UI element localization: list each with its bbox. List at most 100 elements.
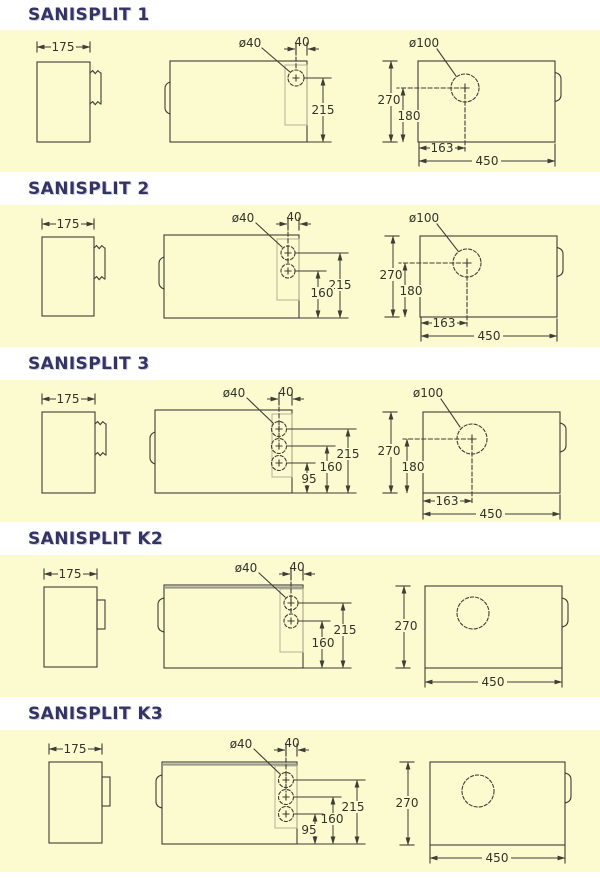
body-height-dim: 270 xyxy=(395,619,418,633)
page-title: SANISPLIT 1 xyxy=(28,5,150,25)
side-width-dim: 175 xyxy=(57,392,80,406)
sanisplit-3-drawing: 175 ø40 40 215 160 95 ø100 xyxy=(41,385,567,521)
tank-body-front xyxy=(163,584,304,669)
inlet-diameter-label: ø40 xyxy=(232,211,255,225)
tank-body-top xyxy=(424,585,563,669)
inlet-offset-dim: 40 xyxy=(294,35,309,49)
tank-body-side xyxy=(41,236,95,317)
drawing-panel-sanisplit-3: 175 ø40 40 215 160 95 ø100 xyxy=(0,380,600,522)
sanisplit-k2-drawing: 175 ø40 40 215 160 270 4 xyxy=(43,560,569,689)
body-height-dim: 270 xyxy=(380,268,403,282)
inlet-diameter-label: ø40 xyxy=(239,36,262,50)
body-height-dim: 270 xyxy=(396,796,419,810)
outlet-hole xyxy=(461,774,495,808)
outlet-height-dim: 180 xyxy=(402,460,425,474)
front-view: ø40 40 215 160 xyxy=(157,560,357,669)
tank-body-side xyxy=(36,61,91,143)
side-view: 175 xyxy=(48,742,111,844)
outlet-diameter-label: ø100 xyxy=(409,211,439,225)
body-length-dim: 450 xyxy=(486,851,509,865)
inlet-height-1-dim: 215 xyxy=(329,278,352,292)
section-title-sanisplit-1: SANISPLIT 1 xyxy=(0,0,600,30)
inlet-offset-dim: 40 xyxy=(284,736,299,750)
side-view: 175 xyxy=(41,217,106,317)
outlet-height-dim: 180 xyxy=(400,284,423,298)
inlet-hole-1 xyxy=(287,69,305,87)
tank-body-side xyxy=(48,761,103,844)
inlet-height-1-dim: 215 xyxy=(337,447,360,461)
inlet-height-1-dim: 215 xyxy=(334,623,357,637)
tank-body-front xyxy=(169,60,308,143)
inlet-height-1-dim: 215 xyxy=(312,103,335,117)
inlet-offset-dim: 40 xyxy=(289,560,304,574)
inlet-offset-dim: 40 xyxy=(286,210,301,224)
tank-body-top xyxy=(429,761,566,846)
pipe-break xyxy=(93,244,106,281)
pipe-break xyxy=(94,420,107,457)
front-view: ø40 40 215 160 95 xyxy=(149,385,360,494)
outlet-x-dim: 163 xyxy=(431,141,454,155)
drawing-panel-sanisplit-1: 175 ø40 40 215 ø100 270 180 xyxy=(0,30,600,172)
body-length-dim: 450 xyxy=(478,329,501,343)
body-length-dim: 450 xyxy=(480,507,503,521)
body-length-dim: 450 xyxy=(482,675,505,689)
tank-body-front xyxy=(161,761,298,845)
inlet-height-2-dim: 160 xyxy=(320,460,343,474)
sanisplit-2-drawing: 175 ø40 40 215 160 ø100 xyxy=(41,210,564,343)
side-width-dim: 175 xyxy=(64,742,87,756)
tank-body-top xyxy=(422,411,561,494)
section-title-sanisplit-3: SANISPLIT 3 xyxy=(0,347,600,380)
inlet-height-2-dim: 160 xyxy=(311,286,334,300)
tank-body-top xyxy=(419,235,558,318)
inlet-height-2-dim: 160 xyxy=(312,636,335,650)
body-height-dim: 270 xyxy=(378,93,401,107)
top-view: 270 450 xyxy=(393,585,569,689)
inlet-diameter-label: ø40 xyxy=(230,737,253,751)
top-view: ø100 270 180 163 450 xyxy=(376,36,562,168)
top-view: ø100 270 180 163 450 xyxy=(376,386,567,521)
side-view: 175 xyxy=(36,40,102,143)
top-view: 270 450 xyxy=(394,761,572,865)
front-view: ø40 40 215 160 xyxy=(158,210,352,319)
drawing-panel-sanisplit-k2: 175 ø40 40 215 160 270 4 xyxy=(0,555,600,697)
inlet-height-2-dim: 160 xyxy=(321,812,344,826)
inlet-hole-2 xyxy=(280,263,296,279)
inlet-diameter-label: ø40 xyxy=(235,561,258,575)
tank-body-front xyxy=(163,234,300,319)
section-title-sanisplit-k2: SANISPLIT K2 xyxy=(0,522,600,555)
side-tab xyxy=(101,776,111,807)
side-view: 175 xyxy=(43,567,106,668)
tank-body-front xyxy=(154,409,293,494)
side-view: 175 xyxy=(41,392,107,494)
outlet-hole xyxy=(456,596,490,630)
front-view: ø40 40 215 xyxy=(164,35,335,143)
drawing-panel-sanisplit-2: 175 ø40 40 215 160 ø100 xyxy=(0,205,600,347)
outlet-x-dim: 163 xyxy=(436,494,459,508)
pipe-break xyxy=(89,69,102,106)
inlet-offset-dim: 40 xyxy=(278,385,293,399)
inlet-panel xyxy=(284,64,308,126)
sanisplit-k3-drawing: 175 ø40 40 215 160 95 xyxy=(48,736,572,865)
inlet-height-3-dim: 95 xyxy=(301,823,316,837)
sanisplit-1-drawing: 175 ø40 40 215 ø100 270 180 xyxy=(36,35,562,168)
tank-body-side xyxy=(43,586,98,668)
body-length-dim: 450 xyxy=(476,154,499,168)
outlet-x-dim: 163 xyxy=(433,316,456,330)
section-title-sanisplit-k3: SANISPLIT K3 xyxy=(0,697,600,730)
section-title-sanisplit-2: SANISPLIT 2 xyxy=(0,172,600,205)
inlet-diameter-label: ø40 xyxy=(223,386,246,400)
side-width-dim: 175 xyxy=(57,217,80,231)
top-view: ø100 270 180 163 450 xyxy=(378,211,564,343)
outlet-height-dim: 180 xyxy=(398,109,421,123)
tank-body-side xyxy=(41,411,96,494)
side-tab xyxy=(96,599,106,630)
side-width-dim: 175 xyxy=(52,40,75,54)
side-width-dim: 175 xyxy=(59,567,82,581)
inlet-height-3-dim: 95 xyxy=(301,472,316,486)
outlet-diameter-label: ø100 xyxy=(413,386,443,400)
tank-body-top xyxy=(417,60,556,143)
front-view: ø40 40 215 160 95 xyxy=(155,736,366,845)
drawing-panel-sanisplit-k3: 175 ø40 40 215 160 95 xyxy=(0,730,600,872)
outlet-diameter-label: ø100 xyxy=(409,36,439,50)
